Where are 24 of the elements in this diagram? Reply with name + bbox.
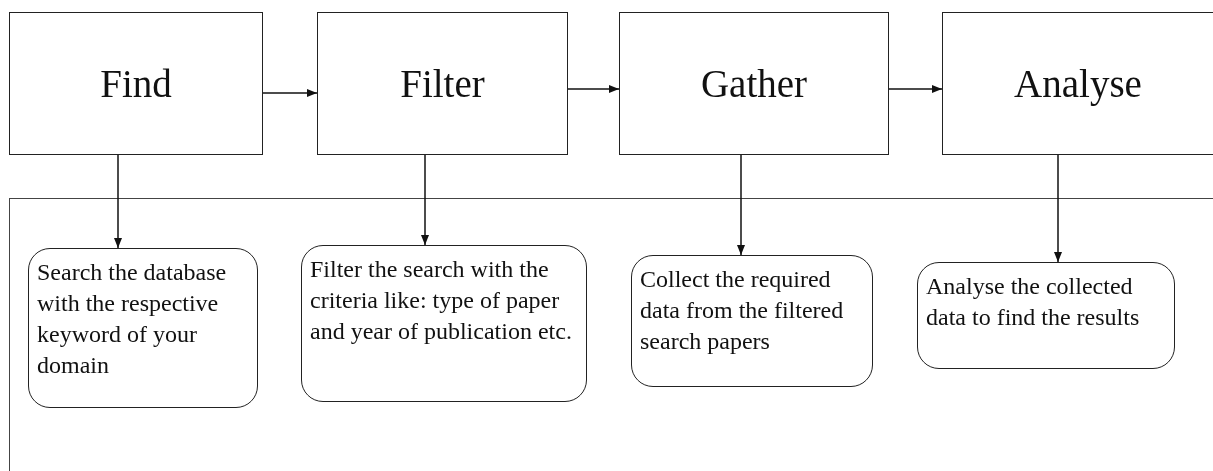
step-title: Gather <box>700 61 808 106</box>
panel-frame <box>9 198 1213 471</box>
arrow <box>1053 154 1063 263</box>
step-description: Analyse the collected data to find the results <box>926 272 1141 332</box>
step-title: Filter <box>400 61 485 106</box>
process-box <box>317 12 568 155</box>
arrow <box>567 84 620 94</box>
arrow <box>736 154 746 256</box>
arrow <box>888 84 943 94</box>
description-box <box>301 245 587 402</box>
description-box <box>631 255 873 387</box>
process-box <box>619 12 889 155</box>
process-box <box>942 12 1213 155</box>
arrow <box>420 154 430 246</box>
step-title: Find <box>100 61 172 106</box>
description-box <box>917 262 1175 369</box>
process-box <box>9 12 263 155</box>
step-description: Filter the search with the criteria like: type of paper and year of publication etc. <box>310 255 573 346</box>
description-box <box>28 248 258 408</box>
step-description: Collect the required data from the filtered search papers <box>640 265 845 356</box>
arrow <box>113 154 123 249</box>
step-title: Analyse <box>1014 61 1142 106</box>
arrow <box>262 88 318 98</box>
step-description: Search the database with the respective keyword of your domain <box>37 258 228 380</box>
